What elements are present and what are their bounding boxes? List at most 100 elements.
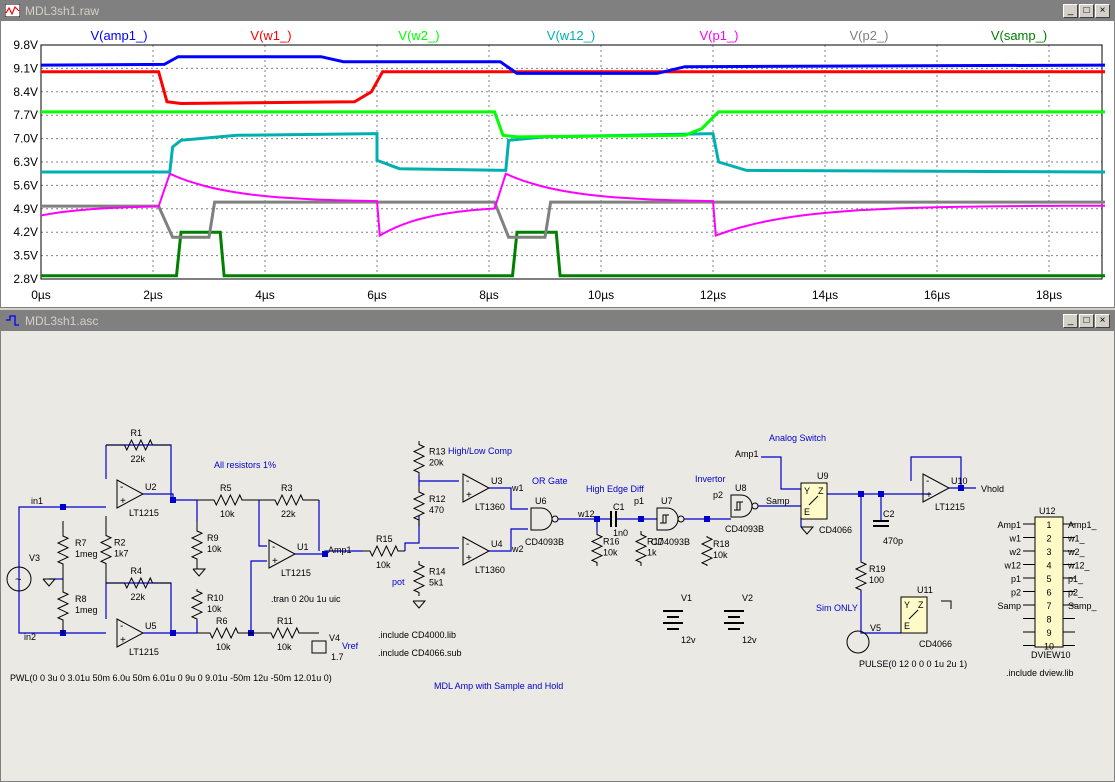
opamp-u4 xyxy=(462,536,491,566)
plot-titlebar[interactable]: MDL3sh1.raw _ □ × xyxy=(1,1,1114,21)
value-u2: LT1215 xyxy=(129,508,159,518)
note-all-resistors: All resistors 1% xyxy=(214,460,276,470)
x-tick-label: 4µs xyxy=(255,288,275,302)
ref-v2: V2 xyxy=(742,593,753,603)
plot-window: MDL3sh1.raw _ □ × V(amp1_)V(w1_)V(w2_)V(… xyxy=(0,0,1115,308)
value-r6: 10k xyxy=(216,642,231,652)
close-button[interactable]: × xyxy=(1095,4,1110,18)
resistor-r17 xyxy=(634,531,648,566)
dview-net-right: Samp_ xyxy=(1068,601,1098,611)
net-amp1: Amp1 xyxy=(328,545,352,555)
schematic-label: + xyxy=(120,496,126,507)
junction-dot xyxy=(704,516,710,522)
junction-dot xyxy=(170,497,176,503)
net-samp: Samp xyxy=(766,496,790,506)
net-w1: w1 xyxy=(511,483,524,493)
schematic-titlebar[interactable]: MDL3sh1.asc _ □ × xyxy=(1,311,1114,331)
value-r15: 10k xyxy=(376,560,391,570)
value-r8: 1meg xyxy=(75,605,98,615)
ref-r3: R3 xyxy=(281,483,293,493)
dview-net-left: Amp1 xyxy=(997,520,1021,530)
parts xyxy=(6,438,1075,654)
dview-pin-number: 5 xyxy=(1046,574,1051,584)
value-r1: 22k xyxy=(131,454,146,464)
value-r3: 22k xyxy=(281,509,296,519)
schematic-label: + xyxy=(466,490,472,501)
schematic-icon xyxy=(6,315,19,326)
pin-y: Y xyxy=(804,486,810,496)
ref-r12: R12 xyxy=(429,494,446,504)
y-tick-label: 8.4V xyxy=(13,85,38,99)
dview-net-left: p2 xyxy=(1011,588,1021,598)
value-c2: 470p xyxy=(883,536,903,546)
wire xyxy=(258,500,267,547)
value-u8: CD4093B xyxy=(725,524,764,534)
ref-r5: R5 xyxy=(220,483,232,493)
ref-r8: R8 xyxy=(75,594,87,604)
resistor-r3 xyxy=(259,493,319,507)
schmitt-glyph xyxy=(660,514,669,524)
x-tick-label: 18µs xyxy=(1036,288,1062,302)
net-in1: in1 xyxy=(31,496,43,506)
schematic-label: + xyxy=(466,553,472,564)
wire xyxy=(404,516,420,551)
switch-u11 xyxy=(900,596,928,634)
net-amp1-2: Amp1 xyxy=(735,449,759,459)
schematic-label: - xyxy=(120,621,123,632)
note-analog-switch: Analog Switch xyxy=(769,433,826,443)
waveform-plot[interactable]: V(amp1_)V(w1_)V(w2_)V(w12_)V(p1_)V(p2_)V… xyxy=(1,21,1114,307)
dview-net-left: w2 xyxy=(1008,547,1021,557)
minimize-button[interactable]: _ xyxy=(1063,4,1078,18)
ref-u7: U7 xyxy=(661,496,673,506)
ref-v3: V3 xyxy=(29,553,40,563)
value-r4: 22k xyxy=(131,592,146,602)
dview-net-right: w1_ xyxy=(1067,534,1086,544)
wire xyxy=(18,579,106,634)
directive-include-cd4066: .include CD4066.sub xyxy=(378,648,462,658)
x-tick-label: 8µs xyxy=(479,288,499,302)
resistor-r16 xyxy=(590,531,604,566)
close-button[interactable]: × xyxy=(1095,314,1110,328)
pin-e: E xyxy=(904,621,910,631)
resistor-r1 xyxy=(106,438,171,452)
gate-bubble xyxy=(551,515,559,523)
ref-u2: U2 xyxy=(145,482,157,492)
value-u7: CD4093B xyxy=(651,537,690,547)
ref-u11: U11 xyxy=(917,585,933,595)
ref-r13: R13 xyxy=(429,447,446,457)
value-r7: 1meg xyxy=(75,549,98,559)
ground-symbol xyxy=(42,578,57,587)
wire xyxy=(18,506,106,579)
value-r16: 10k xyxy=(603,548,618,558)
y-tick-label: 2.8V xyxy=(13,272,38,286)
maximize-button[interactable]: □ xyxy=(1079,4,1094,18)
ref-r18: R18 xyxy=(713,539,730,549)
source-v3 xyxy=(6,566,32,592)
value-u1: LT1215 xyxy=(281,568,311,578)
y-tick-label: 4.9V xyxy=(13,202,38,216)
v5-pulse-value: PULSE(0 12 0 0 0 1u 2u 1) xyxy=(859,659,967,669)
value-u11: CD4066 xyxy=(919,639,952,649)
minimize-button[interactable]: _ xyxy=(1063,314,1078,328)
resistor-r12 xyxy=(412,486,426,526)
schematic-window-title: MDL3sh1.asc xyxy=(25,314,99,328)
ground-symbol xyxy=(941,600,952,609)
net-p1: p1 xyxy=(634,496,644,506)
y-tick-label: 7.0V xyxy=(13,132,38,146)
junction-dot xyxy=(170,630,176,636)
dview-pin-number: 1 xyxy=(1046,520,1051,530)
dview-net-left: p1 xyxy=(1011,574,1021,584)
ref-c1: C1 xyxy=(613,502,625,512)
junction-dot xyxy=(958,485,964,491)
junction-dot xyxy=(60,504,66,510)
v3-pwl-value: PWL(0 0 3u 0 3.01u 50m 6.0u 50m 6.01u 0 … xyxy=(10,673,332,683)
resistor-r18 xyxy=(700,536,714,566)
value-u6: CD4093B xyxy=(525,537,564,547)
maximize-button[interactable]: □ xyxy=(1079,314,1094,328)
ref-u12: U12 xyxy=(1039,506,1056,516)
p2-trace xyxy=(41,200,1105,239)
trace-label-6: V(p2_) xyxy=(849,28,888,43)
y-tick-label: 9.1V xyxy=(13,61,38,75)
